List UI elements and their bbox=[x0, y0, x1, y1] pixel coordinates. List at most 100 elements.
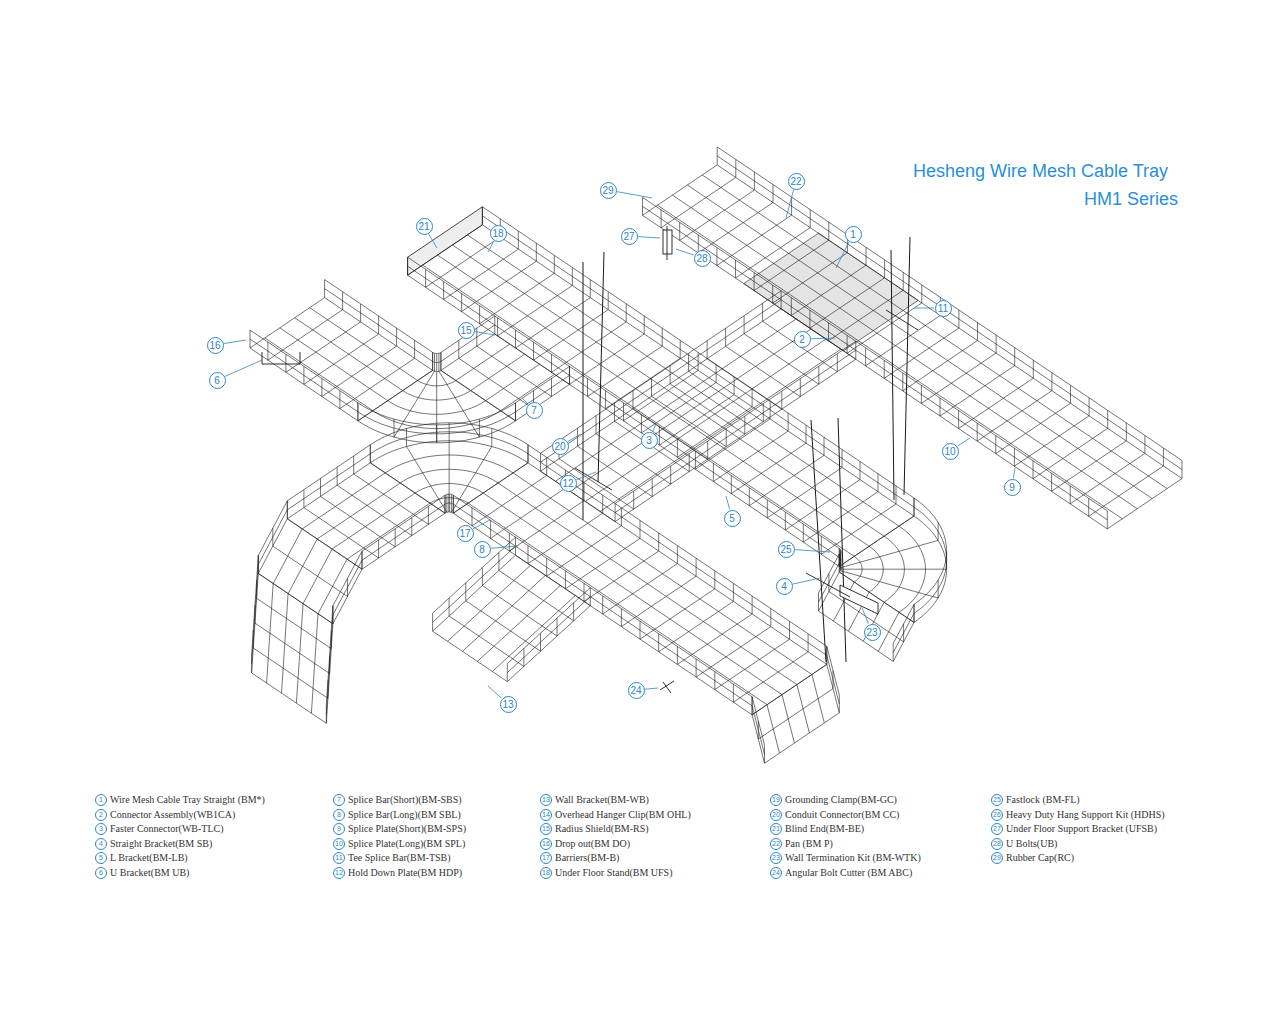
wire-mesh-tray bbox=[752, 646, 839, 763]
threaded-rod bbox=[583, 262, 584, 520]
legend-number: 1 bbox=[95, 794, 107, 806]
support-bracket bbox=[667, 226, 668, 260]
legend-number: 20 bbox=[770, 809, 782, 821]
callout-number: 18 bbox=[490, 225, 507, 242]
legend-text: Wall Bracket(BM-WB) bbox=[555, 793, 649, 807]
legend-text: Drop out(BM DO) bbox=[555, 837, 630, 851]
straight-bracket bbox=[806, 573, 850, 597]
leader-line bbox=[793, 578, 820, 584]
legend-number: 22 bbox=[770, 838, 782, 850]
support-bracket bbox=[663, 230, 672, 254]
callout-number: 15 bbox=[458, 322, 475, 339]
leader-line bbox=[488, 241, 494, 252]
legend-text: U Bolts(UB) bbox=[1006, 837, 1057, 851]
legend-number: 4 bbox=[95, 838, 107, 850]
trapeze-bracket bbox=[886, 310, 918, 330]
legend-text: L Bracket(BM-LB) bbox=[110, 851, 188, 865]
callout-number: 22 bbox=[788, 173, 805, 190]
legend-text: Wire Mesh Cable Tray Straight (BM*) bbox=[110, 793, 265, 807]
legend-number: 11 bbox=[333, 852, 345, 864]
callout-number: 10 bbox=[942, 443, 959, 460]
legend-number: 28 bbox=[991, 838, 1003, 850]
legend-text: Splice Bar(Short)(BM-SBS) bbox=[348, 793, 462, 807]
legend-text: Connector Assembly(WB1CA) bbox=[110, 808, 235, 822]
leader-line bbox=[676, 249, 693, 255]
legend-text: Straight Bracket(BM SB) bbox=[110, 837, 212, 851]
legend-text: Overhead Hanger Clip(BM OHL) bbox=[555, 808, 691, 822]
legend-number: 12 bbox=[333, 867, 345, 879]
leader-line bbox=[914, 308, 934, 309]
legend-text: U Bracket(BM UB) bbox=[110, 866, 189, 880]
wire-mesh-tray bbox=[541, 291, 856, 522]
wire-mesh-tray bbox=[358, 352, 516, 442]
legend-text: Barriers(BM-B) bbox=[555, 851, 619, 865]
title: Hesheng Wire Mesh Cable Tray bbox=[868, 160, 1168, 182]
wire-mesh-trays bbox=[250, 147, 1182, 763]
wire-mesh-tray bbox=[252, 555, 333, 723]
callout-number: 28 bbox=[694, 250, 711, 267]
callout-number: 21 bbox=[416, 218, 433, 235]
wire-mesh-tray bbox=[643, 147, 1183, 529]
legend-number: 2 bbox=[95, 809, 107, 821]
callout-number: 4 bbox=[776, 578, 793, 595]
leader-line bbox=[786, 190, 794, 218]
bolt-cutter bbox=[660, 681, 674, 693]
trapeze-bracket bbox=[575, 468, 612, 490]
leader-line bbox=[795, 550, 830, 552]
legend-text: Pan (BM P) bbox=[785, 837, 833, 851]
callout-number: 20 bbox=[552, 438, 569, 455]
legend-text: Angular Bolt Cutter (BM ABC) bbox=[785, 866, 912, 880]
legend-text: Faster Connector(WB-TLC) bbox=[110, 822, 224, 836]
legend-number: 7 bbox=[333, 794, 345, 806]
legend-number: 19 bbox=[770, 794, 782, 806]
callout-number: 16 bbox=[207, 337, 224, 354]
callout-number: 17 bbox=[457, 525, 474, 542]
legend-text: Conduit Connector(BM CC) bbox=[785, 808, 899, 822]
legend-text: Splice Plate(Long)(BM SPL) bbox=[348, 837, 465, 851]
leader-line bbox=[645, 688, 658, 689]
legend-number: 27 bbox=[991, 823, 1003, 835]
legend-number: 8 bbox=[333, 809, 345, 821]
wire-mesh-tray bbox=[433, 537, 591, 681]
threaded-rod bbox=[891, 250, 894, 500]
legend-number: 23 bbox=[770, 852, 782, 864]
legend-text: Radius Shield(BM-RS) bbox=[555, 822, 649, 836]
legend-number: 5 bbox=[95, 852, 107, 864]
leader-lines bbox=[224, 190, 1015, 698]
callout-number: 7 bbox=[526, 402, 543, 419]
legend-text: Fastlock (BM-FL) bbox=[1006, 793, 1080, 807]
leader-line bbox=[224, 340, 246, 344]
wire-mesh-tray bbox=[250, 280, 433, 421]
leader-line bbox=[617, 192, 652, 198]
wire-mesh-tray bbox=[441, 316, 570, 421]
legend-number: 16 bbox=[540, 838, 552, 850]
leader-line bbox=[836, 242, 849, 268]
threaded-rod bbox=[904, 237, 910, 495]
small-parts bbox=[262, 226, 918, 693]
leader-line bbox=[568, 434, 581, 442]
legend-text: Heavy Duty Hang Support Kit (HDHS) bbox=[1006, 808, 1165, 822]
u-bracket bbox=[262, 352, 300, 364]
legend-number: 24 bbox=[770, 867, 782, 879]
legend-text: Under Floor Stand(BM UFS) bbox=[555, 866, 673, 880]
legend-number: 21 bbox=[770, 823, 782, 835]
leader-line bbox=[958, 438, 970, 446]
callout-number: 25 bbox=[778, 541, 795, 558]
callout-number: 6 bbox=[209, 372, 226, 389]
leader-line bbox=[653, 424, 656, 432]
callout-number: 5 bbox=[724, 510, 741, 527]
leader-line bbox=[522, 398, 528, 404]
legend-number: 3 bbox=[95, 823, 107, 835]
legend-number: 9 bbox=[333, 823, 345, 835]
callout-number: 2 bbox=[794, 331, 811, 348]
threaded-rod bbox=[811, 420, 826, 662]
legend-text: Tee Splice Bar(BM-TSB) bbox=[348, 851, 451, 865]
subtitle: HM1 Series bbox=[978, 188, 1178, 210]
legend-text: Splice Bar(Long)(BM SBL) bbox=[348, 808, 461, 822]
leader-line bbox=[1013, 468, 1015, 478]
wire-mesh-tray bbox=[819, 554, 915, 661]
wire-mesh-tray bbox=[408, 207, 914, 567]
wire-mesh-tray bbox=[453, 445, 827, 715]
callout-number: 3 bbox=[641, 432, 658, 449]
